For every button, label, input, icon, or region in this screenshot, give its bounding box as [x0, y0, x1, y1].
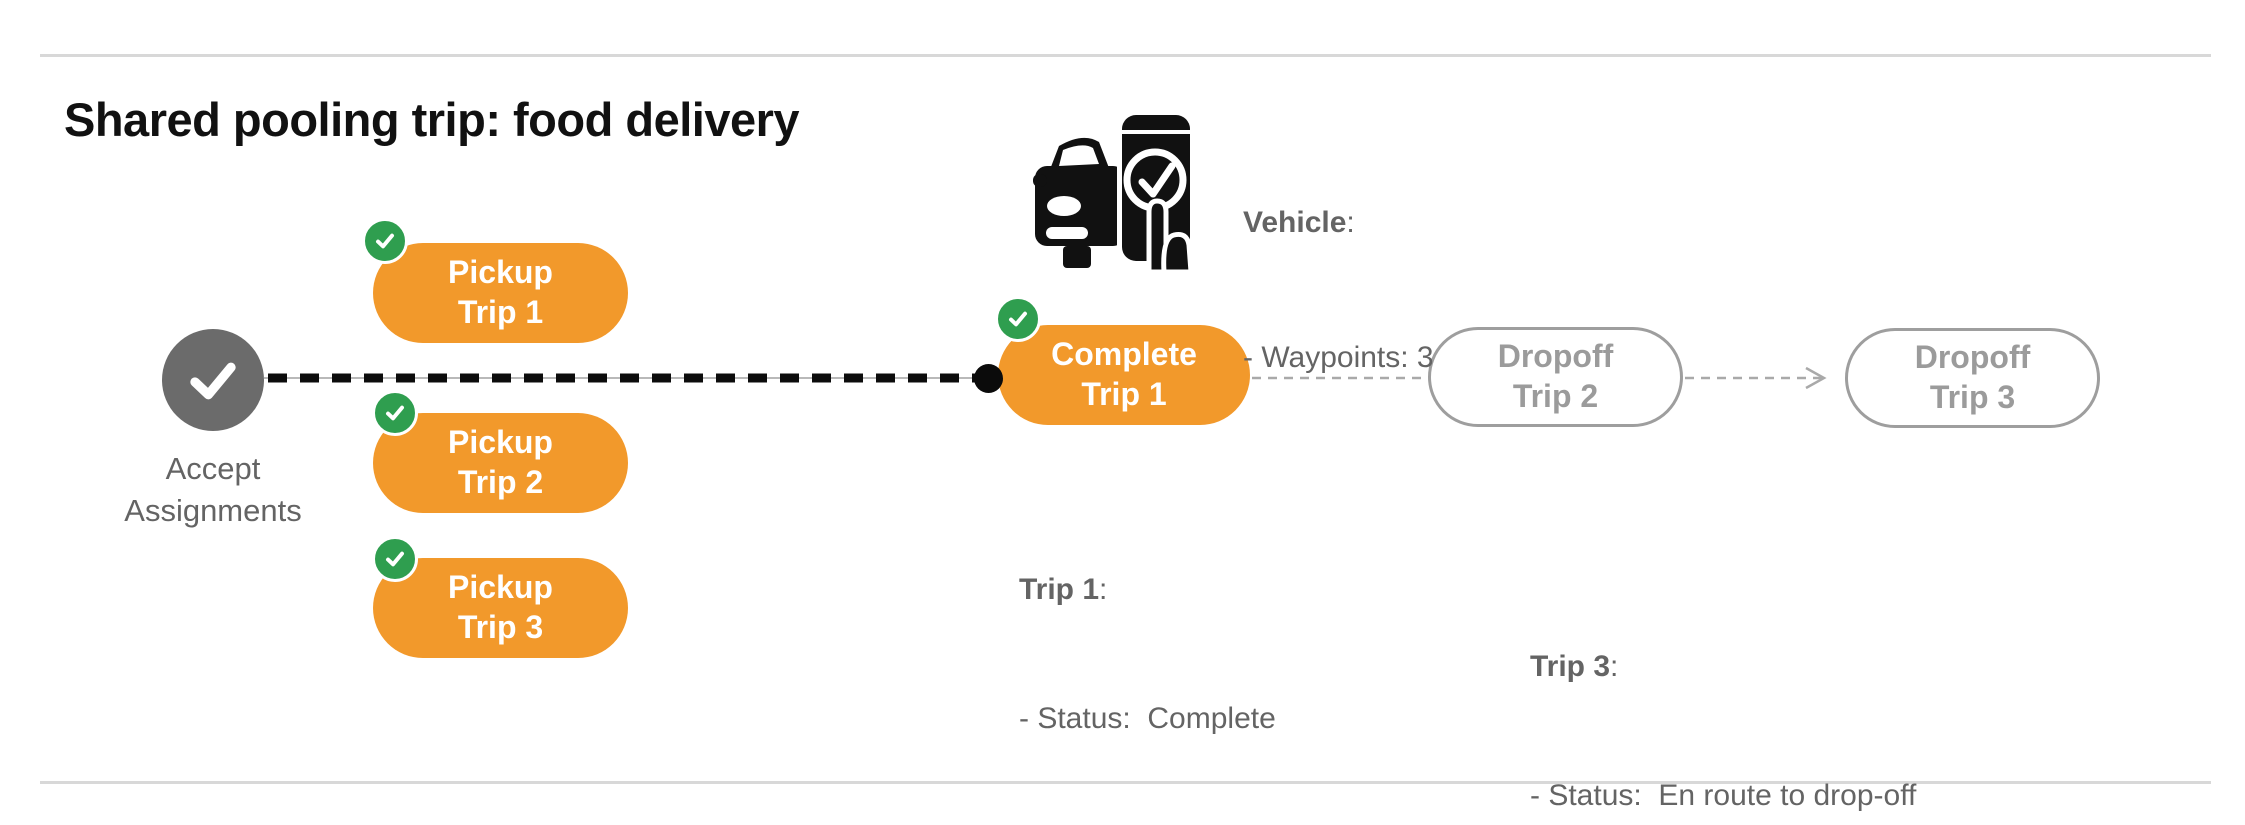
pickup-trip-1-line2: Trip 1	[457, 294, 544, 330]
pickup-trip-3-line2: Trip 3	[457, 609, 544, 645]
node-complete-trip-1: Complete Trip 1	[998, 325, 1250, 425]
node-dropoff-trip-3: Dropoff Trip 3	[1845, 328, 2100, 428]
check-badge-pickup-trip-1	[362, 218, 408, 264]
dropoff-trip-2-line2: Trip 2	[1512, 378, 1599, 414]
vehicle-heading: Vehicle:	[1243, 206, 1355, 239]
bottom-divider	[40, 781, 2211, 784]
trip-status-block-1: Trip 1: - Status: Complete - Remaining w…	[1019, 482, 1405, 825]
check-badge-complete-trip-1	[995, 296, 1041, 342]
accept-label-line2: Assignments	[124, 493, 302, 528]
node-pickup-trip-2: Pickup Trip 2	[373, 413, 628, 513]
complete-trip-1-line2: Trip 1	[1081, 376, 1167, 412]
trip-3-heading: Trip 3:	[1530, 650, 1619, 683]
page-title: Shared pooling trip: food delivery	[64, 93, 800, 146]
pickup-trip-1-line1: Pickup	[448, 254, 553, 291]
accept-assignments-label: Accept Assignments	[33, 448, 393, 532]
trip-1-heading: Trip 1:	[1019, 573, 1108, 606]
check-icon	[386, 551, 404, 567]
check-badge-pickup-trip-3	[372, 536, 418, 582]
dropoff-trip-2-line1: Dropoff	[1497, 338, 1614, 375]
top-divider	[40, 54, 2211, 57]
vehicle-label: Vehicle	[1243, 206, 1347, 239]
dropoff-trip-3-line1: Dropoff	[1914, 339, 2031, 376]
check-icon	[190, 362, 236, 400]
trip-1-status-line: - Status: Complete	[1019, 702, 1276, 735]
pickup-trip-2-line2: Trip 2	[457, 464, 544, 500]
complete-trip-1-line1: Complete	[1051, 336, 1197, 373]
accept-label-line1: Accept	[165, 451, 261, 486]
check-icon	[1009, 311, 1027, 327]
trip-3-status-line: - Status: En route to drop-off	[1530, 779, 1917, 812]
waypoint-dot	[974, 364, 1003, 393]
check-icon	[386, 405, 404, 421]
vehicle-waypoints-line: - Waypoints: 3	[1243, 341, 1434, 374]
node-dropoff-trip-2: Dropoff Trip 2	[1428, 327, 1683, 427]
check-badge-pickup-trip-2	[372, 390, 418, 436]
check-icon	[376, 233, 394, 249]
node-accept-assignments	[162, 329, 264, 431]
node-pickup-trip-3: Pickup Trip 3	[373, 558, 628, 658]
car-phone-check-icon	[1033, 110, 1195, 275]
dropoff-trip-3-line2: Trip 3	[1929, 379, 2016, 415]
arrow-right-icon	[1805, 366, 1827, 390]
trip-status-block-2: Trip 3: - Status: En route to drop-off -…	[1530, 559, 1916, 825]
node-pickup-trip-1: Pickup Trip 1	[373, 243, 628, 343]
pickup-trip-2-line1: Pickup	[448, 424, 553, 461]
pickup-trip-3-line1: Pickup	[448, 569, 553, 606]
vehicle-info: Vehicle: - Waypoints: 3	[1243, 110, 1434, 470]
